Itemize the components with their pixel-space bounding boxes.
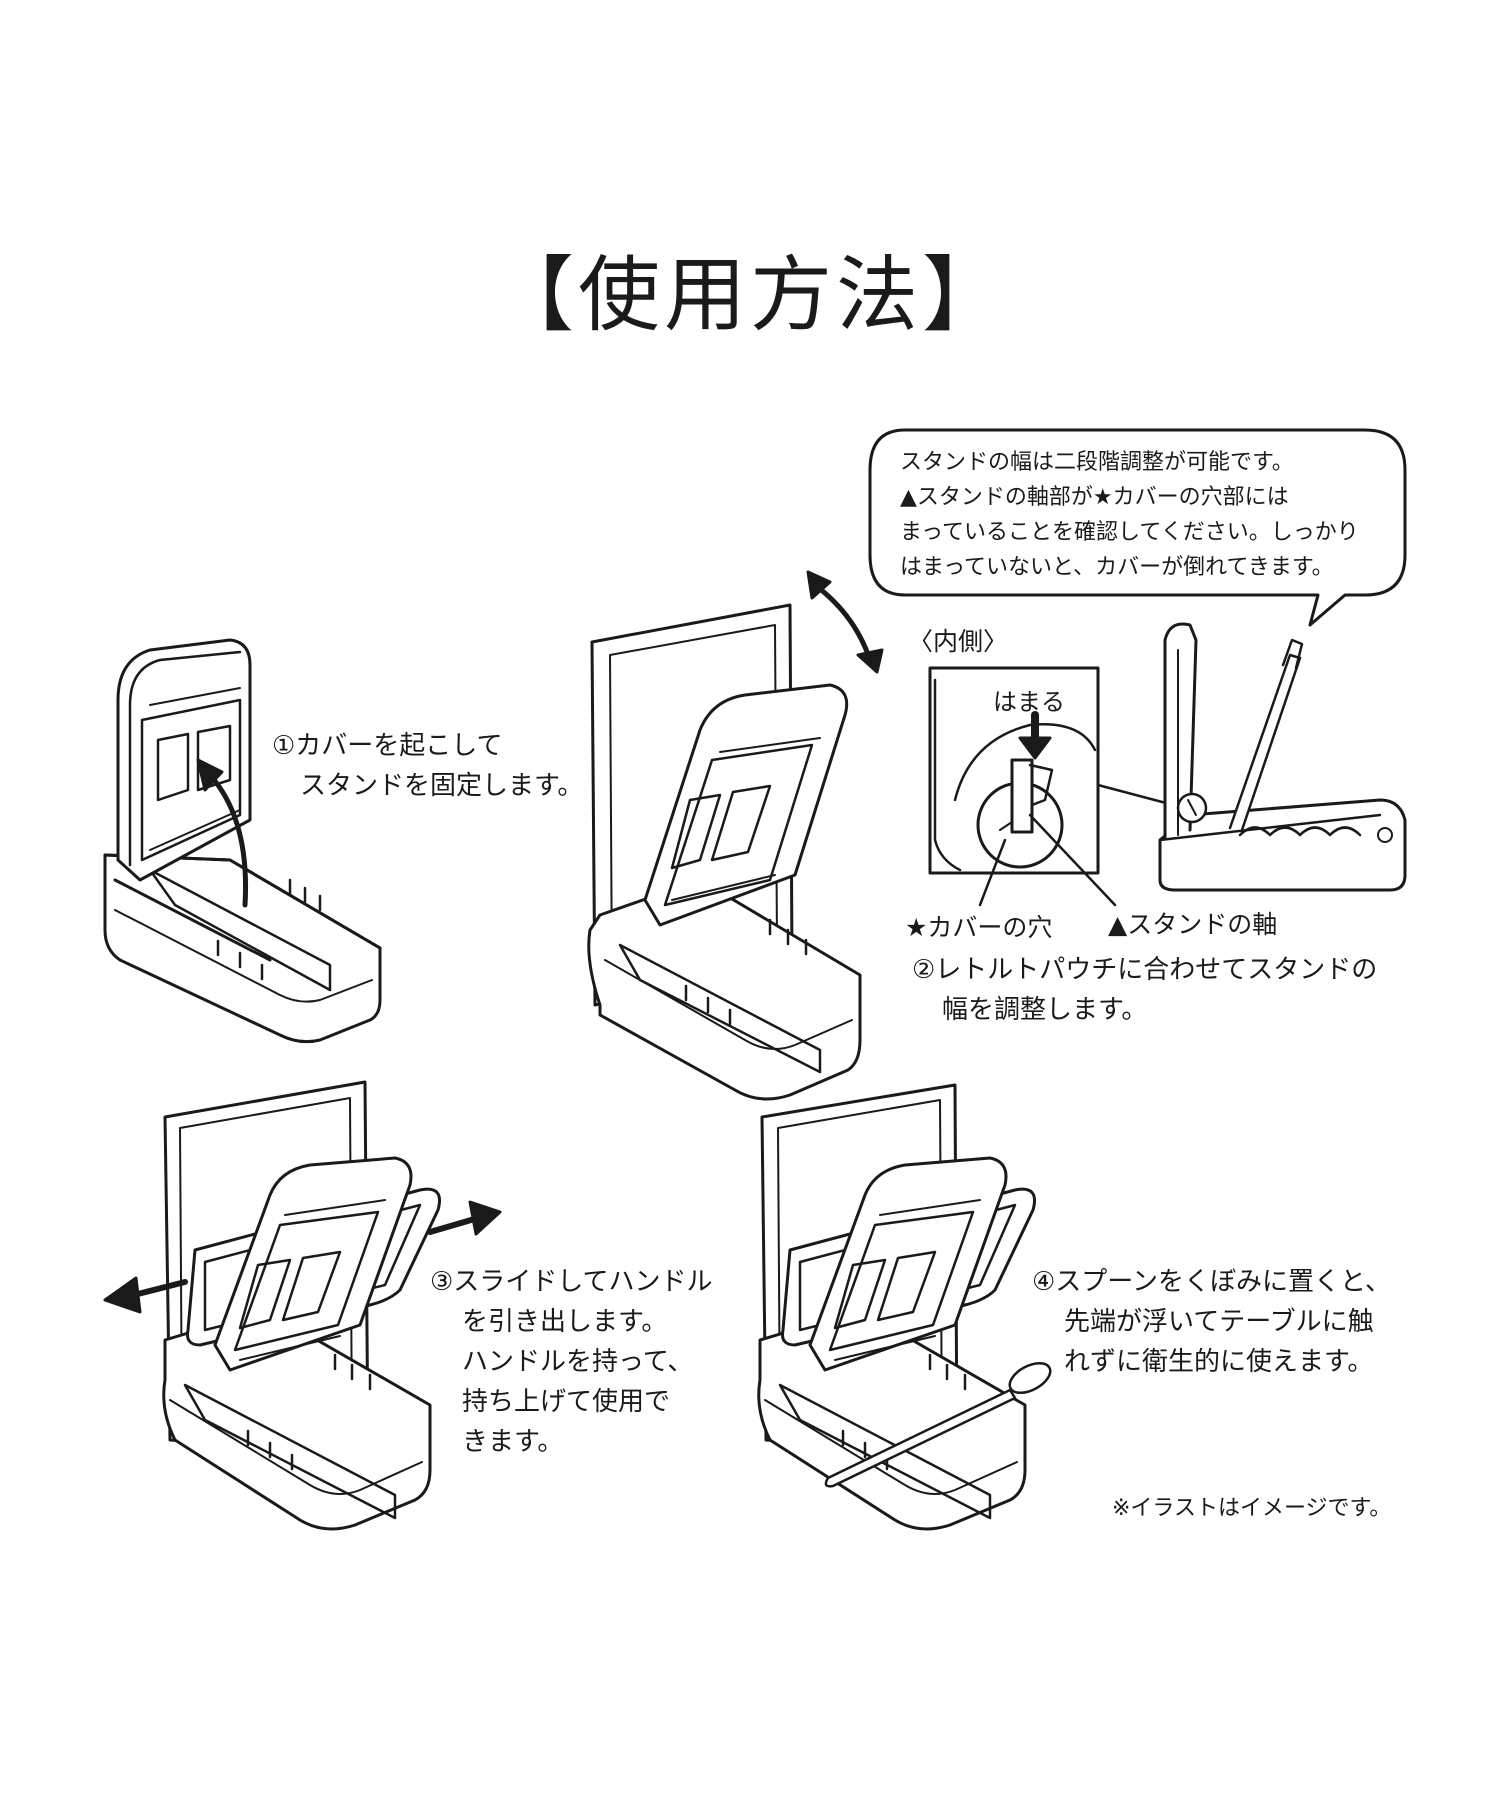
- illustration-step1: [103, 638, 382, 1044]
- bubble-line: スタンドの幅は二段階調整が可能です。: [900, 450, 1294, 475]
- bubble-line: まっていることを確認してください。しっかり: [900, 520, 1359, 545]
- step3-text: ③スライドしてハンドル を引き出します。 ハンドルを持って、 持ち上げて使用で …: [430, 1262, 713, 1462]
- hole-label: ★カバーの穴: [905, 913, 1053, 942]
- step1-line: スタンドを固定します。: [300, 771, 584, 801]
- step1-line: ①カバーを起こして: [272, 731, 503, 761]
- step2-text: ②レトルトパウチに合わせてスタンドの 幅を調整します。: [912, 950, 1377, 1030]
- step4-line: 先端が浮いてテーブルに触: [1064, 1307, 1374, 1337]
- axis-label: ▲スタンドの軸: [1108, 910, 1278, 939]
- step3-line: を引き出します。: [462, 1307, 668, 1337]
- illustration-side-view: [1158, 622, 1407, 892]
- inner-detail-box: [928, 666, 1187, 907]
- illustration-step2: [587, 570, 884, 1101]
- step3-line: ③スライドしてハンドル: [430, 1267, 713, 1297]
- step2-line: 幅を調整します。: [942, 995, 1148, 1025]
- step1-text: ①カバーを起こして スタンドを固定します。: [272, 726, 583, 806]
- step3-line: ハンドルを持って、: [462, 1347, 694, 1377]
- illustration-step3: [103, 1080, 502, 1531]
- disclaimer-note: ※イラストはイメージです。: [1112, 1496, 1392, 1521]
- step3-line: きます。: [462, 1427, 564, 1457]
- step4-line: れずに衛生的に使えます。: [1064, 1347, 1374, 1377]
- step4-text: ④スプーンをくぼみに置くと、 先端が浮いてテーブルに触 れずに衛生的に使えます。: [1032, 1262, 1391, 1382]
- step2-line: ②レトルトパウチに合わせてスタンドの: [912, 955, 1378, 985]
- step3-line: 持ち上げて使用で: [462, 1387, 671, 1417]
- speech-bubble-text: スタンドの幅は二段階調整が可能です。 ▲スタンドの軸部が★カバーの穴部には まっ…: [900, 445, 1359, 585]
- fit-label: はまる: [993, 688, 1065, 716]
- speech-bubble: [868, 428, 1407, 627]
- bubble-line: はまっていないと、カバーが倒れてきます。: [900, 555, 1334, 580]
- page-title: 【使用方法】: [491, 248, 1008, 343]
- step4-line: ④スプーンをくぼみに置くと、: [1032, 1267, 1391, 1297]
- bubble-line: ▲スタンドの軸部が★カバーの穴部には: [900, 485, 1289, 510]
- inner-header: 〈内側〉: [908, 627, 1009, 656]
- illustration-step4: [757, 1083, 1052, 1531]
